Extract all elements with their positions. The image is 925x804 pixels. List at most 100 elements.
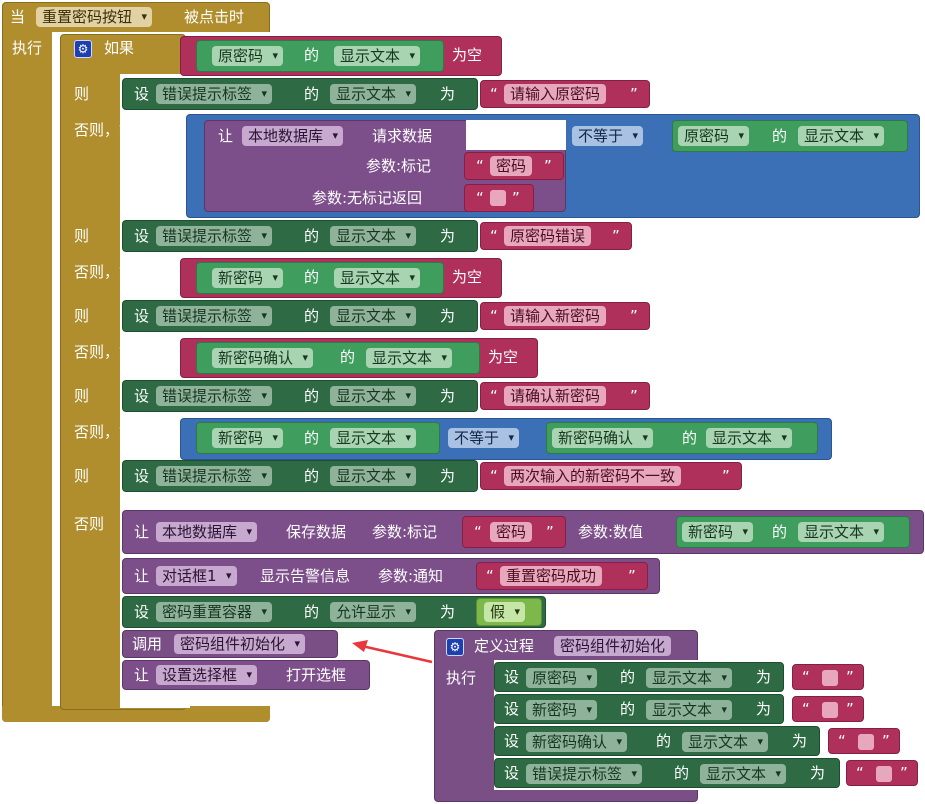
param-notice-label: 参数:通知 — [378, 567, 444, 585]
false-dropdown[interactable]: 假 — [484, 602, 526, 622]
gear-icon[interactable]: ⚙ — [446, 638, 464, 656]
new-password-dropdown[interactable]: 新密码 — [526, 700, 598, 720]
text-prop-dropdown[interactable]: 显示文本 — [334, 46, 421, 66]
text-prop-dropdown[interactable]: 显示文本 — [682, 732, 769, 752]
local-db-dropdown[interactable]: 本地数据库 — [156, 522, 258, 542]
is-empty-label: 为空 — [452, 46, 483, 64]
to-label: 为 — [756, 700, 772, 718]
to-label: 为 — [440, 227, 456, 245]
dialog-dropdown[interactable]: 对话框1 — [156, 566, 237, 586]
close-quote: ” — [546, 523, 554, 541]
open-quote: “ — [486, 567, 494, 585]
of-label: 的 — [304, 268, 320, 286]
new-confirm-dropdown[interactable]: 新密码确认 — [552, 428, 654, 448]
compare-op-dropdown[interactable]: 不等于 — [572, 126, 644, 146]
text-prop-dropdown[interactable]: 显示文本 — [330, 428, 417, 448]
event-name-label: 被点击时 — [184, 8, 245, 26]
to-label: 为 — [792, 732, 808, 750]
text-prop-dropdown[interactable]: 显示文本 — [798, 522, 885, 542]
new-password-dropdown[interactable]: 新密码 — [212, 268, 284, 288]
procedure-do-label: 执行 — [446, 669, 477, 687]
old-password-dropdown[interactable]: 原密码 — [212, 46, 284, 66]
of-label: 的 — [674, 764, 690, 782]
open-quote: “ — [856, 764, 864, 782]
empty-string[interactable] — [858, 734, 874, 750]
new-confirm-dropdown[interactable]: 新密码确认 — [212, 348, 314, 368]
set-label: 设 — [504, 668, 520, 686]
event-component-dropdown[interactable]: 重置密码按钮 — [36, 7, 153, 27]
text-prop-dropdown[interactable]: 显示文本 — [646, 668, 733, 688]
text-prop-dropdown[interactable]: 显示文本 — [330, 466, 417, 486]
error-label-dropdown[interactable]: 错误提示标签 — [526, 764, 643, 784]
old-password-dropdown[interactable]: 原密码 — [526, 668, 598, 688]
string-success[interactable]: 重置密码成功 — [500, 566, 603, 586]
to-label: 为 — [440, 467, 456, 485]
string-mismatch[interactable]: 两次输入的新密码不一致 — [504, 466, 682, 486]
text-prop-dropdown[interactable]: 显示文本 — [706, 428, 793, 448]
text-prop-dropdown[interactable]: 显示文本 — [646, 700, 733, 720]
procedure-dropdown[interactable]: 密码组件初始化 — [174, 634, 306, 654]
to-label: 为 — [756, 668, 772, 686]
string-tag[interactable]: 密码 — [490, 522, 533, 542]
to-label: 为 — [440, 85, 456, 103]
text-prop-dropdown[interactable]: 显示文本 — [366, 348, 453, 368]
text-prop-dropdown[interactable]: 显示文本 — [330, 84, 417, 104]
text-prop-dropdown[interactable]: 显示文本 — [798, 126, 885, 146]
open-quote: “ — [476, 189, 484, 207]
close-quote: ” — [544, 157, 552, 175]
of-label: 的 — [304, 429, 320, 447]
of-label: 的 — [304, 85, 320, 103]
picker-method-label: 打开选框 — [286, 666, 347, 684]
param-tag-label: 参数:标记 — [372, 523, 438, 541]
empty-string[interactable] — [822, 702, 838, 718]
container-dropdown[interactable]: 密码重置容器 — [156, 602, 273, 622]
set-label: 设 — [134, 227, 150, 245]
new-password-dropdown[interactable]: 新密码 — [212, 428, 284, 448]
is-empty-label: 为空 — [452, 268, 483, 286]
text-prop-dropdown[interactable]: 显示文本 — [700, 764, 787, 784]
string-old-wrong[interactable]: 原密码错误 — [504, 226, 592, 246]
text-prop-dropdown[interactable]: 显示文本 — [330, 306, 417, 326]
error-label-dropdown[interactable]: 错误提示标签 — [156, 226, 273, 246]
picker-dropdown[interactable]: 设置选择框 — [156, 665, 258, 685]
open-quote: “ — [490, 387, 498, 405]
new-password-dropdown[interactable]: 新密码 — [682, 522, 754, 542]
set-label: 设 — [134, 387, 150, 405]
empty-string[interactable] — [876, 766, 892, 782]
empty-string[interactable] — [490, 190, 506, 206]
set-label: 设 — [134, 603, 150, 621]
close-quote: ” — [612, 227, 620, 245]
gear-icon[interactable]: ⚙ — [74, 40, 92, 58]
to-label: 为 — [440, 387, 456, 405]
compare-op-dropdown[interactable]: 不等于 — [448, 428, 520, 448]
text-prop-dropdown[interactable]: 显示文本 — [334, 268, 421, 288]
to-label: 为 — [440, 307, 456, 325]
then-label: 则 — [74, 227, 90, 245]
if-label: 如果 — [104, 39, 135, 57]
to-label: 为 — [440, 603, 456, 621]
string-enter-new[interactable]: 请输入新密码 — [504, 306, 607, 326]
text-prop-dropdown[interactable]: 显示文本 — [330, 226, 417, 246]
empty-string[interactable] — [822, 670, 838, 686]
visible-prop-dropdown[interactable]: 允许显示 — [330, 602, 417, 622]
else-if-label: 否则，如果 — [74, 121, 150, 139]
procedure-name-field[interactable]: 密码组件初始化 — [554, 636, 672, 656]
error-label-dropdown[interactable]: 错误提示标签 — [156, 466, 273, 486]
string-confirm-new[interactable]: 请确认新密码 — [504, 386, 607, 406]
dialog-method-label: 显示告警信息 — [260, 567, 351, 585]
of-label: 的 — [304, 227, 320, 245]
define-procedure-label: 定义过程 — [474, 637, 535, 655]
error-label-dropdown[interactable]: 错误提示标签 — [156, 306, 273, 326]
error-label-dropdown[interactable]: 错误提示标签 — [156, 84, 273, 104]
text-prop-dropdown[interactable]: 显示文本 — [330, 386, 417, 406]
of-label: 的 — [304, 603, 320, 621]
old-password-dropdown[interactable]: 原密码 — [678, 126, 750, 146]
new-confirm-dropdown[interactable]: 新密码确认 — [526, 732, 628, 752]
string-enter-old[interactable]: 请输入原密码 — [504, 84, 607, 104]
local-db-dropdown[interactable]: 本地数据库 — [242, 126, 344, 146]
open-quote: “ — [490, 307, 498, 325]
string-tag[interactable]: 密码 — [490, 156, 533, 176]
error-label-dropdown[interactable]: 错误提示标签 — [156, 386, 273, 406]
to-label: 为 — [810, 764, 826, 782]
of-label: 的 — [772, 127, 788, 145]
